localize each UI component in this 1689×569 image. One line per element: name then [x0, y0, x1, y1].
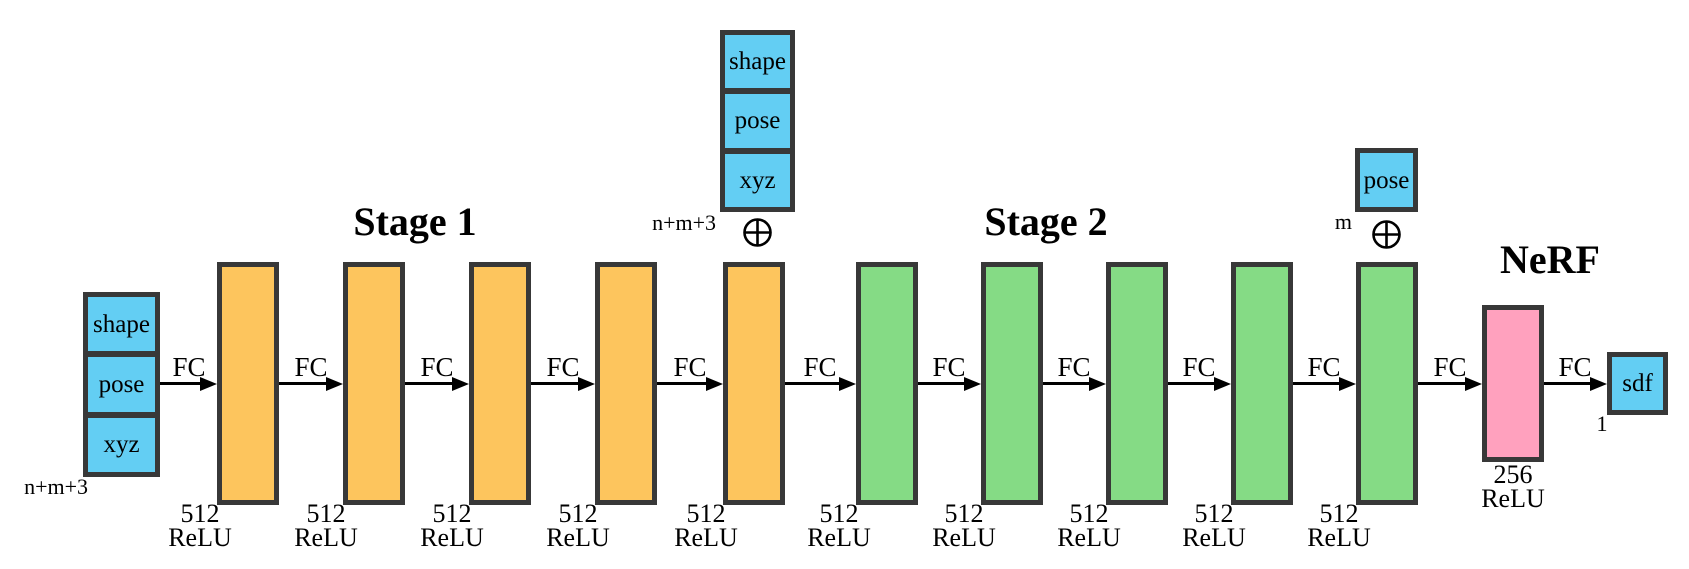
fc-label: FC — [673, 352, 707, 382]
pose-dim-label: m — [1334, 209, 1352, 234]
arrow-shaft — [279, 382, 330, 385]
stage2-layer-bar-3 — [1106, 262, 1168, 505]
arrow-shaft — [1168, 382, 1218, 385]
top-stack-dim-label: n+m+3 — [652, 210, 716, 235]
stage2-title: Stage 2 — [984, 199, 1108, 244]
arrow-shaft — [785, 382, 843, 385]
arrowhead-icon — [706, 377, 723, 391]
fc-label: FC — [1182, 352, 1216, 382]
stage1-layer-bar-4 — [595, 262, 657, 505]
stage2-layer-bar-5 — [1356, 262, 1418, 505]
fc-label: FC — [420, 352, 454, 382]
arrowhead-icon — [326, 377, 343, 391]
fc-arrow — [405, 377, 469, 391]
input-cell-xyz: xyz — [88, 417, 155, 472]
arrowhead-icon — [839, 377, 856, 391]
input-cell-pose: pose — [88, 357, 155, 412]
arrowhead-icon — [200, 377, 217, 391]
fc-arrow — [1418, 377, 1482, 391]
arrow-shaft — [405, 382, 456, 385]
fc-arrow — [1168, 377, 1231, 391]
fc-arrow — [531, 377, 595, 391]
fc-label: FC — [172, 352, 206, 382]
stage2-layer-bar-1 — [856, 262, 918, 505]
stage1-layer-bar-5 — [723, 262, 785, 505]
fc-arrow — [1544, 377, 1607, 391]
pose-input-box: pose — [1355, 148, 1418, 212]
arrow-shaft — [1544, 382, 1594, 385]
arrow-shaft — [1418, 382, 1469, 385]
left-stack-dim-label: n+m+3 — [24, 474, 88, 499]
fc-arrow — [918, 377, 981, 391]
arrowhead-icon — [578, 377, 595, 391]
fc-label: FC — [1057, 352, 1091, 382]
arrow-shaft — [918, 382, 968, 385]
input-cell-pose: pose — [725, 94, 790, 148]
arrowhead-icon — [1590, 377, 1607, 391]
arrowhead-icon — [1465, 377, 1482, 391]
input-cell-xyz: xyz — [725, 153, 790, 207]
stage1-title: Stage 1 — [353, 199, 477, 244]
input-cell-shape: shape — [88, 297, 155, 352]
arrowhead-icon — [964, 377, 981, 391]
fc-label: FC — [1558, 352, 1592, 382]
input-cell-pose: pose — [1360, 153, 1413, 207]
nerf-layer-bar — [1482, 305, 1544, 462]
fc-label: FC — [932, 352, 966, 382]
output-cell-sdf: sdf — [1612, 357, 1663, 410]
arrowhead-icon — [1339, 377, 1356, 391]
nerf-title: NeRF — [1500, 237, 1600, 282]
fc-arrow — [657, 377, 723, 391]
concat-icon — [743, 218, 772, 247]
fc-label: FC — [1433, 352, 1467, 382]
stage1-layer-bar-2 — [343, 262, 405, 505]
fc-arrow — [785, 377, 856, 391]
arrowhead-icon — [452, 377, 469, 391]
arrow-shaft — [1293, 382, 1343, 385]
sdf-dim-label: 1 — [1596, 411, 1608, 436]
input-cell-shape: shape — [725, 35, 790, 89]
sdf-output-box: sdf — [1607, 352, 1668, 415]
fc-label: FC — [1307, 352, 1341, 382]
arrow-shaft — [160, 382, 204, 385]
concat-icon — [1372, 220, 1401, 249]
fc-arrow — [1293, 377, 1356, 391]
stage1-layer-bar-3 — [469, 262, 531, 505]
arrow-shaft — [657, 382, 710, 385]
arrow-shaft — [1043, 382, 1093, 385]
stage2-layer-bar-4 — [1231, 262, 1293, 505]
stage2-layer-bar-2 — [981, 262, 1043, 505]
stage1-layer-bar-1 — [217, 262, 279, 505]
fc-arrow — [160, 377, 217, 391]
fc-label: FC — [294, 352, 328, 382]
fc-label: FC — [546, 352, 580, 382]
input-stack-top: shape pose xyz — [720, 30, 795, 212]
arrow-shaft — [531, 382, 582, 385]
input-stack-left: shape pose xyz — [83, 292, 160, 477]
arrowhead-icon — [1089, 377, 1106, 391]
fc-arrow — [1043, 377, 1106, 391]
fc-label: FC — [803, 352, 837, 382]
fc-arrow — [279, 377, 343, 391]
arrowhead-icon — [1214, 377, 1231, 391]
